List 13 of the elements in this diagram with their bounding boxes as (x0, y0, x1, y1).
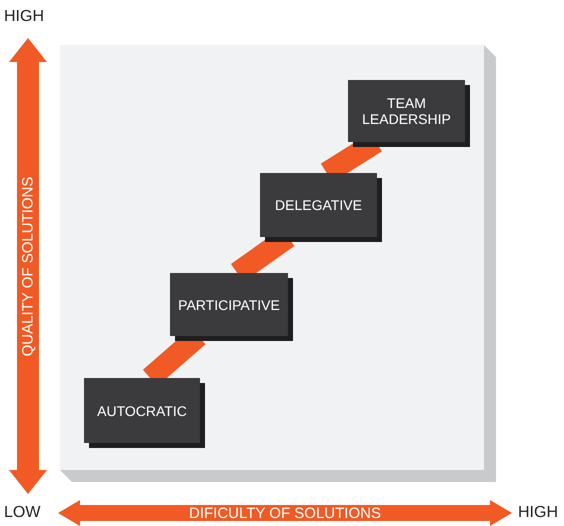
axis-label: HIGH (4, 8, 44, 26)
step-label: TEAM LEADERSHIP (361, 95, 452, 127)
axis-title: QUALITY OF SOLUTIONS (19, 176, 36, 356)
step-box (348, 80, 465, 142)
step-box (260, 173, 377, 237)
axis-label: LOW (4, 504, 40, 522)
axis-title: DIFICULTY OF SOLUTIONS (189, 504, 381, 522)
step-box (84, 378, 200, 443)
step-label: PARTICIPATIVE (178, 296, 280, 312)
step-box (170, 273, 288, 336)
axis-label: HIGH (518, 504, 558, 522)
step-label: DELEGATIVE (275, 197, 362, 213)
step-label: AUTOCRATIC (97, 402, 187, 418)
